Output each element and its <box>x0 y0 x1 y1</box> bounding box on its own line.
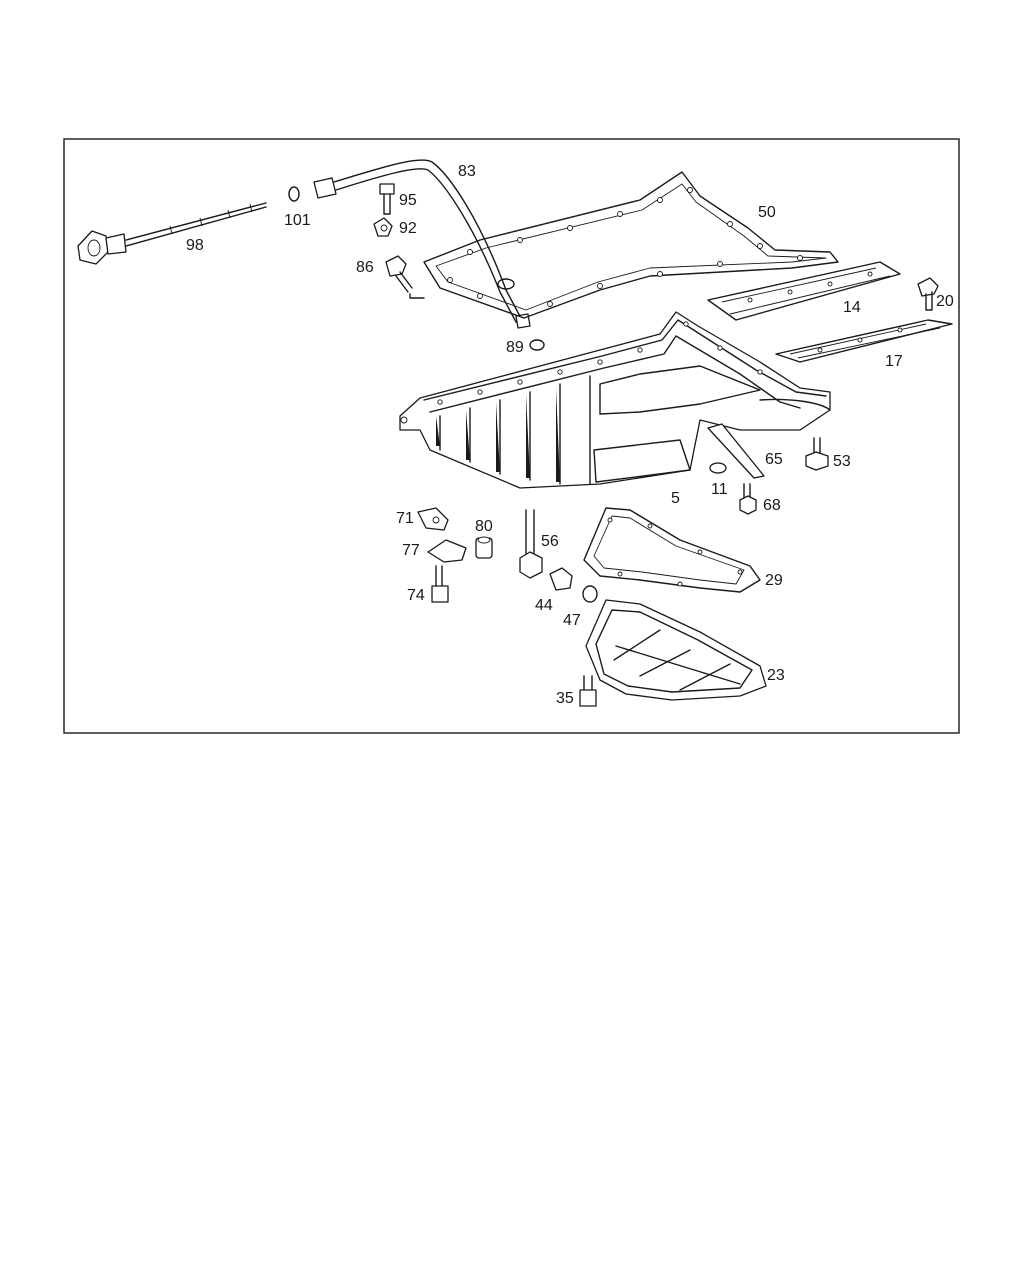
callout-11: 11 <box>711 481 728 498</box>
callout-80: 80 <box>475 518 493 535</box>
callout-29: 29 <box>765 572 783 589</box>
callout-65: 65 <box>765 451 783 468</box>
callout-53: 53 <box>833 453 851 470</box>
callout-68: 68 <box>763 497 781 514</box>
diagram-frame <box>63 138 960 734</box>
callout-101: 101 <box>284 212 311 229</box>
part-29-lower-gasket[interactable] <box>583 507 761 593</box>
part-53-bolt[interactable] <box>805 437 829 471</box>
callout-14: 14 <box>843 299 861 316</box>
callout-17: 17 <box>885 353 903 370</box>
callout-86: 86 <box>356 259 374 276</box>
callout-47: 47 <box>563 612 581 629</box>
part-71-bracket[interactable] <box>417 507 449 531</box>
part-77-clip[interactable] <box>427 539 467 563</box>
callout-5: 5 <box>671 490 680 507</box>
callout-50: 50 <box>758 204 776 221</box>
callout-83: 83 <box>458 163 476 180</box>
callout-77: 77 <box>402 542 420 559</box>
part-65-baffle[interactable] <box>707 423 765 479</box>
callout-74: 74 <box>407 587 425 604</box>
part-11-plug[interactable] <box>709 462 727 474</box>
part-47-washer[interactable] <box>582 585 598 603</box>
callout-89: 89 <box>506 339 524 356</box>
part-50-upper-gasket[interactable] <box>423 171 839 319</box>
part-95-bolt[interactable] <box>379 183 395 215</box>
callout-92: 92 <box>399 220 417 237</box>
part-98-dipstick[interactable] <box>77 202 267 265</box>
part-74-bolt[interactable] <box>431 565 449 603</box>
part-89-seal-ring[interactable] <box>529 339 545 351</box>
part-80-bushing[interactable] <box>475 536 493 559</box>
part-20-bolt[interactable] <box>917 277 939 311</box>
part-17-gasket[interactable] <box>775 319 953 363</box>
callout-56: 56 <box>541 533 559 550</box>
part-35-drain-bolt[interactable] <box>579 675 597 707</box>
part-14-gasket[interactable] <box>707 261 901 321</box>
callout-35: 35 <box>556 690 574 707</box>
part-86-bolt[interactable] <box>385 255 425 299</box>
callout-71: 71 <box>396 510 414 527</box>
part-44-drain-plug[interactable] <box>549 567 573 591</box>
callout-23: 23 <box>767 667 785 684</box>
part-23-lower-oil-pan[interactable] <box>585 599 767 701</box>
part-56-stud[interactable] <box>519 509 543 579</box>
callout-98: 98 <box>186 237 204 254</box>
part-5-upper-oil-pan[interactable] <box>399 311 831 489</box>
part-92-clip[interactable] <box>373 217 393 237</box>
part-101-o-ring[interactable] <box>288 186 300 202</box>
callout-44: 44 <box>535 597 553 614</box>
callout-95: 95 <box>399 192 417 209</box>
callout-labels: 98 101 83 95 92 86 50 89 14 20 17 65 53 … <box>186 163 954 707</box>
part-68-bolt[interactable] <box>739 483 757 515</box>
callout-20: 20 <box>936 293 954 310</box>
part-83-guide-tube[interactable] <box>313 159 531 329</box>
